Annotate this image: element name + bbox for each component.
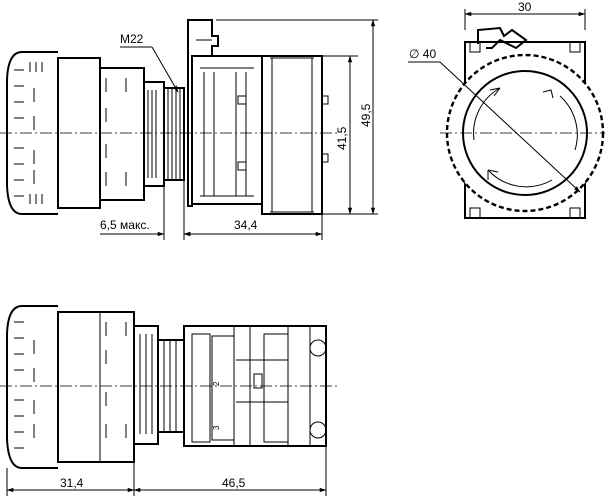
bezel-slots: [105, 78, 127, 186]
side-view-bottom: 2 3 31,4 46,5: [0, 305, 340, 496]
dim-diameter-label: ∅ 40: [409, 47, 436, 61]
neck: [143, 81, 165, 187]
mushroom-head-2: [6, 305, 58, 469]
dim-head-depth-label: 31,4: [60, 476, 84, 490]
bezel: [99, 67, 145, 201]
rotate-arrow-icon: [473, 87, 501, 141]
terminal-label-3: 3: [212, 425, 221, 430]
dim-panel: 6,5 макс.: [100, 180, 196, 240]
thread: [163, 87, 185, 181]
front-view: 30 ∅ 40: [408, 0, 605, 219]
clip: [477, 26, 528, 50]
neck-ridges: [147, 90, 157, 178]
dim-height-body-label: 41,5: [335, 126, 349, 150]
side-view-top: M22 41,5 49,5 6,5 макс. 34: [0, 19, 378, 240]
dim-thread-label: M22: [120, 32, 144, 46]
terminal-label-2: 2: [212, 381, 221, 386]
head-ribs: [14, 62, 43, 204]
dim-height-total: 49,5: [216, 19, 378, 215]
dim-height-body: 41,5: [322, 55, 358, 215]
dim-width: 30: [464, 0, 586, 30]
dim-thread: M22: [120, 32, 179, 93]
dim-total-depth: 46,5: [133, 446, 327, 496]
latch: [187, 19, 219, 207]
dim-panel-label: 6,5 макс.: [100, 218, 150, 232]
dim-width-label: 30: [518, 0, 532, 14]
terminal-labels: 2 3: [212, 381, 221, 430]
dim-diameter: ∅ 40: [408, 47, 581, 193]
carrier: [191, 55, 263, 205]
contact-block: [261, 55, 323, 215]
dim-height-total-label: 49,5: [359, 103, 373, 127]
mushroom-head: [6, 51, 58, 215]
dim-body-depth: 34,4: [183, 214, 323, 240]
dim-total-depth-label: 46,5: [222, 476, 246, 490]
dim-body-depth-label: 34,4: [234, 218, 258, 232]
thread-lines: [167, 88, 181, 180]
